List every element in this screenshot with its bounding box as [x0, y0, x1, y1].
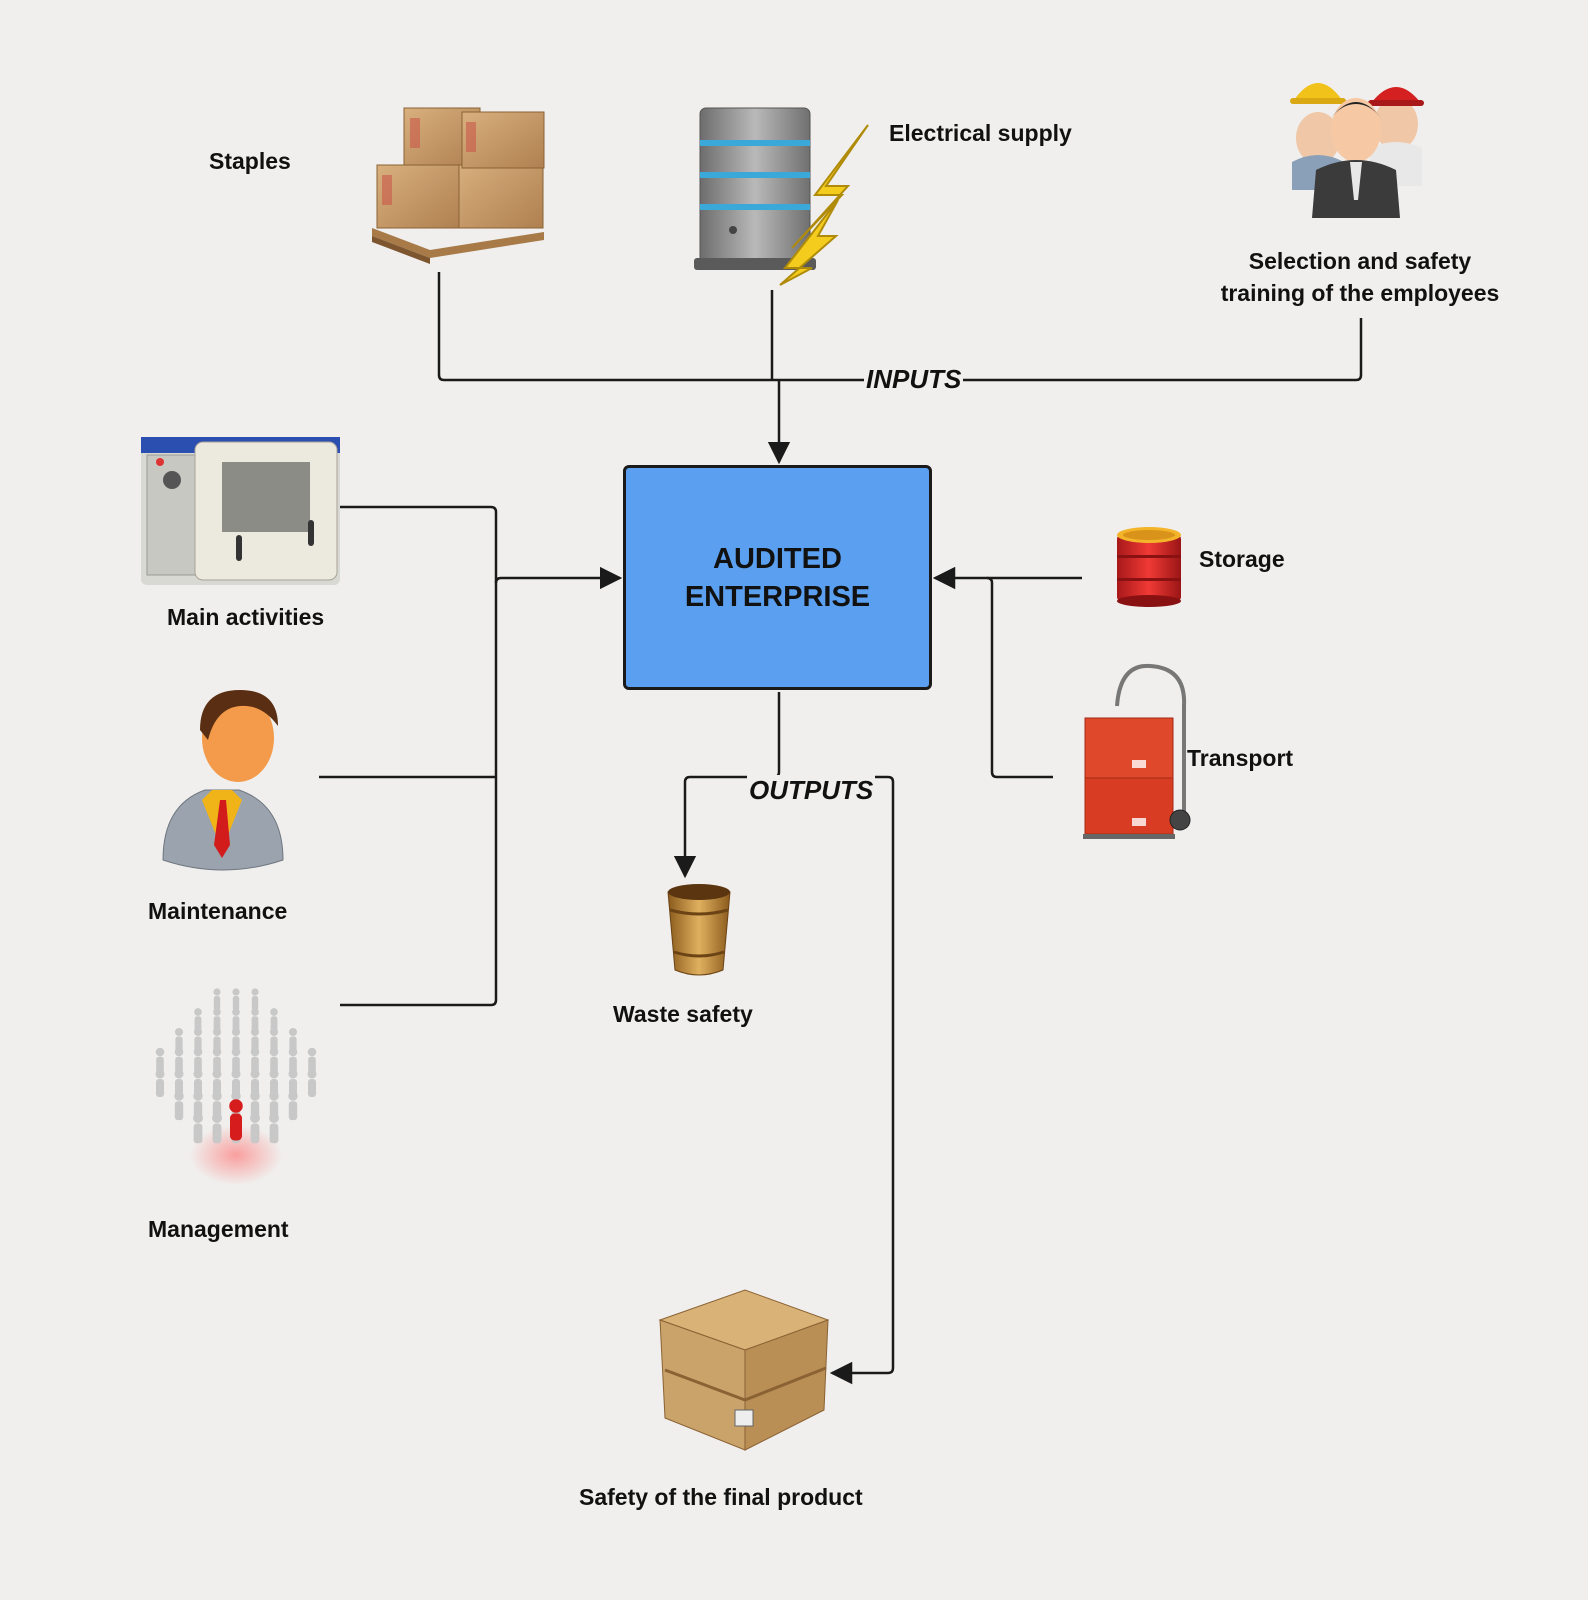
enterprise-box-fill [624, 466, 931, 689]
transport-connector [986, 576, 1053, 779]
final-product-connector [779, 775, 895, 1385]
crowd-person-icon [251, 988, 259, 1011]
crowd-person-icon [174, 1091, 184, 1121]
crowd-person-icon [307, 1047, 317, 1074]
crowd-person-icon [194, 1008, 202, 1032]
outputs-trunk [673, 692, 781, 879]
crowd-person-icon [269, 1113, 279, 1144]
main-activities-connector [340, 505, 498, 1007]
wooden-bucket-icon [667, 884, 731, 976]
employees-label: Selection and safety training of the emp… [1190, 245, 1530, 309]
crowd-person-icon [250, 1047, 260, 1074]
crowd-person-icon [213, 988, 221, 1011]
management-label: Management [148, 1216, 289, 1242]
final-product-label: Safety of the final product [579, 1484, 863, 1510]
employees-label-line1: Selection and safety [1248, 248, 1472, 274]
left-connectors [319, 505, 623, 1007]
crowd-person-icon [155, 1069, 165, 1097]
crowd-person-icon [288, 1047, 298, 1074]
staples-connector [437, 272, 779, 382]
crowd-person-icon [269, 1047, 279, 1074]
electrical-supply-label: Electrical supply [889, 120, 1072, 146]
lathe-machine-icon [141, 437, 340, 585]
crowd-person-icon [174, 1047, 184, 1074]
maintenance-label: Maintenance [148, 898, 288, 924]
main-activities-label: Main activities [167, 604, 325, 630]
employees-label-line2: training of the employees [1220, 280, 1500, 306]
leader-person-icon [229, 1099, 243, 1141]
input-connectors [437, 272, 1363, 465]
crowd-person-icon [193, 1047, 203, 1074]
wooden-crate-icon [658, 1289, 830, 1451]
transport-label: Transport [1187, 745, 1294, 771]
right-connectors [932, 566, 1082, 779]
pallet-boxes-icon [372, 107, 545, 264]
businessman-icon [162, 690, 284, 871]
crowd-leader-icon [155, 988, 317, 1185]
waste-safety-label: Waste safety [613, 1001, 753, 1027]
crowd-person-icon [270, 1008, 278, 1032]
crowd-person-icon [232, 1008, 240, 1032]
staples-label: Staples [209, 148, 291, 174]
crowd-person-icon [231, 1047, 241, 1074]
crowd-person-icon [212, 1047, 222, 1074]
inputs-label: INPUTS [864, 364, 964, 395]
storage-label: Storage [1199, 546, 1285, 572]
audited-enterprise-box: AUDITED ENTERPRISE [623, 465, 932, 690]
crowd-person-icon [288, 1091, 298, 1121]
outputs-label: OUTPUTS [747, 775, 876, 806]
red-barrel-icon [1117, 527, 1181, 607]
workers-group-icon [1290, 83, 1424, 218]
output-connectors [673, 692, 895, 1385]
crowd-person-icon [307, 1069, 317, 1097]
crowd-person-icon [193, 1113, 203, 1144]
crowd-person-icon [212, 1113, 222, 1144]
crowd-person-icon [251, 1008, 259, 1032]
server-lightning-icon [694, 107, 869, 286]
enterprise-title-line2: ENTERPRISE [684, 580, 871, 613]
crowd-person-icon [213, 1008, 221, 1032]
crowd-person-icon [232, 988, 240, 1011]
enterprise-title-line1: AUDITED [713, 542, 842, 575]
crowd-person-icon [155, 1047, 165, 1074]
hand-truck-icon [1083, 663, 1191, 839]
crowd-person-icon [250, 1113, 260, 1144]
employees-connector [779, 318, 1363, 382]
left-arrow [494, 566, 623, 590]
